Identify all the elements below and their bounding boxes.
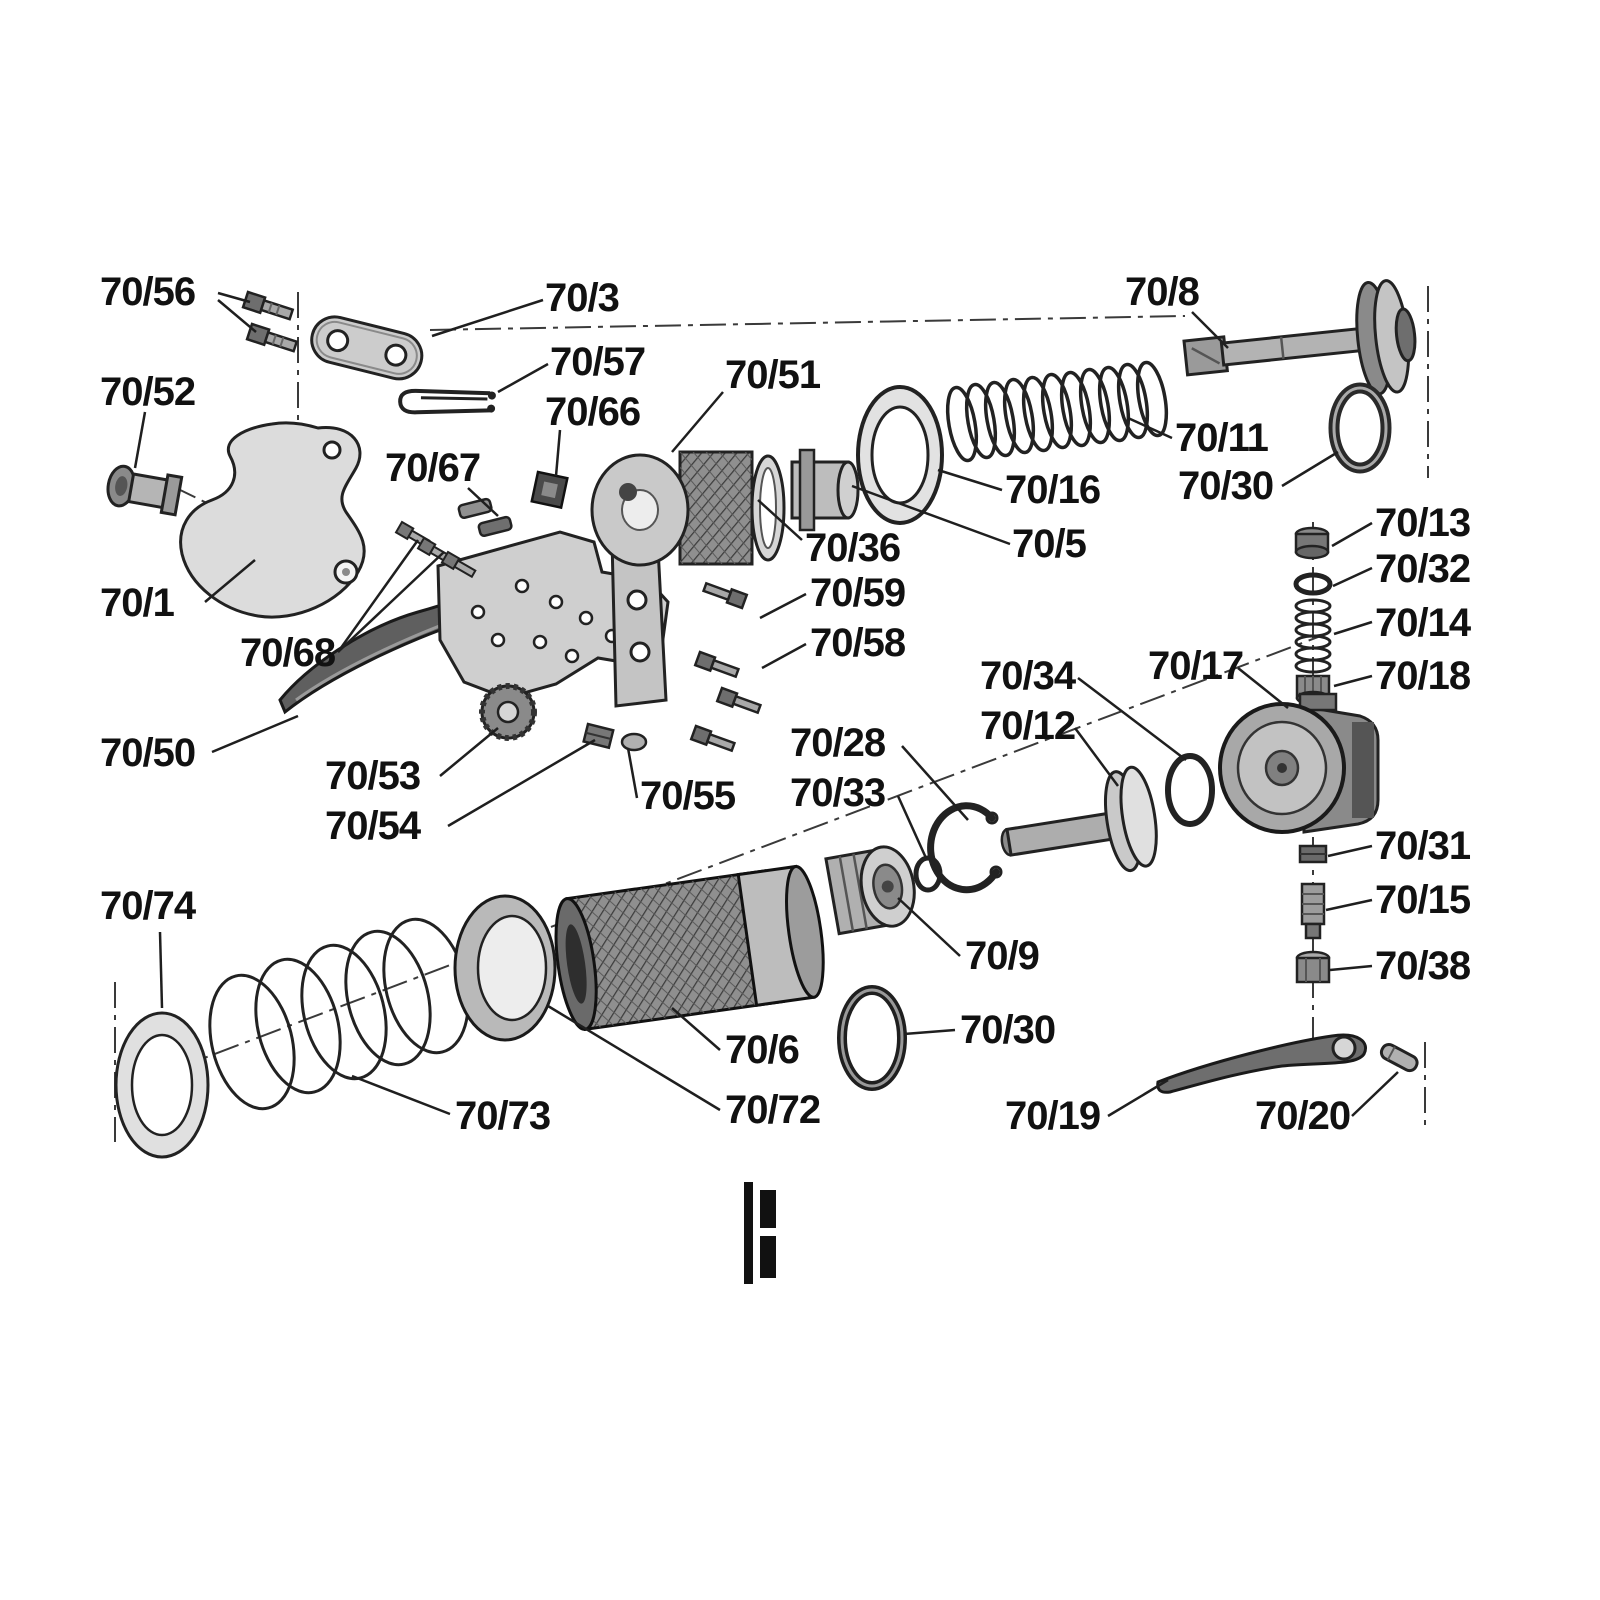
- screw-pair-70-56: [241, 290, 299, 353]
- leader-lines: [133, 291, 1399, 1118]
- piston-rod-70-8: [1182, 279, 1417, 396]
- piston-70-12: [1000, 765, 1158, 873]
- circlip-70-28: [927, 802, 1003, 894]
- part-label-70-3: 70/3: [545, 276, 620, 320]
- part-label-70-14: 70/14: [1375, 601, 1471, 645]
- bushing-70-5: [790, 448, 860, 532]
- part-label-70-9: 70/9: [965, 934, 1040, 978]
- part-label-70-28: 70/28: [790, 721, 886, 765]
- screw-set-70-68: [394, 520, 477, 579]
- part-label-70-1: 70/1: [100, 581, 175, 625]
- valve-body-70-17: [1218, 692, 1380, 834]
- part-label-70-30-b: 70/30: [960, 1008, 1056, 1052]
- part-label-70-57: 70/57: [550, 340, 646, 384]
- o-ring-70-30-bottom: [837, 985, 907, 1091]
- part-label-70-5: 70/5: [1012, 522, 1087, 566]
- o-ring-70-30-top: [1328, 382, 1392, 474]
- part-label-70-12: 70/12: [980, 704, 1076, 748]
- roller-head-70-51: [590, 450, 754, 567]
- washer-70-32: [1293, 572, 1333, 596]
- valve-stem-70-15: [1300, 882, 1326, 940]
- o-ring-70-34: [1165, 753, 1215, 827]
- part-label-70-67: 70/67: [385, 446, 481, 490]
- bracket-plate: [610, 538, 668, 708]
- anvil-blade-70-1: [179, 421, 366, 619]
- wire-clip-70-57: [398, 388, 496, 415]
- link-plate-70-3: [310, 315, 424, 381]
- spring-70-11: [945, 360, 1169, 463]
- part-label-70-11: 70/11: [1175, 416, 1269, 460]
- part-label-70-20: 70/20: [1255, 1094, 1351, 1138]
- pin-set-70-67: [457, 497, 513, 538]
- part-label-70-36: 70/36: [805, 526, 901, 570]
- nut-70-31: [1298, 844, 1328, 864]
- part-label-70-30: 70/30: [1178, 464, 1274, 508]
- bolt-70-52: [106, 464, 184, 517]
- part-label-70-74: 70/74: [100, 884, 196, 928]
- nut-70-38: [1295, 950, 1331, 984]
- block-70-66: [530, 470, 569, 510]
- washer-70-74: [114, 1011, 210, 1159]
- head-piece-70-9: [824, 845, 916, 936]
- part-label-70-66: 70/66: [545, 390, 641, 434]
- pin-70-20: [1379, 1042, 1419, 1073]
- part-label-70-13: 70/13: [1375, 501, 1471, 545]
- screws-70-58: [689, 650, 763, 753]
- part-label-70-68: 70/68: [240, 631, 336, 675]
- part-label-70-56: 70/56: [100, 270, 196, 314]
- part-label-70-38: 70/38: [1375, 944, 1471, 988]
- part-label-70-18: 70/18: [1375, 654, 1471, 698]
- part-label-70-19: 70/19: [1005, 1094, 1101, 1138]
- part-label-70-55: 70/55: [640, 774, 736, 818]
- part-label-70-50: 70/50: [100, 731, 196, 775]
- part-label-70-8: 70/8: [1125, 270, 1200, 314]
- washer-70-55: [620, 732, 648, 752]
- lever-70-19: [1156, 1033, 1367, 1094]
- part-label-70-58: 70/58: [810, 621, 906, 665]
- part-label-70-53: 70/53: [325, 754, 421, 798]
- part-label-70-16: 70/16: [1005, 468, 1101, 512]
- spring-70-14: [1294, 598, 1332, 674]
- part-label-70-72: 70/72: [725, 1088, 821, 1132]
- part-label-70-15: 70/15: [1375, 878, 1471, 922]
- large-ring-70-16: [856, 385, 944, 525]
- part-label-70-54: 70/54: [325, 804, 421, 848]
- center-lines: [114, 286, 1429, 1142]
- cylinder-70-6: [554, 864, 825, 1032]
- sector-gear-70-53: [479, 683, 537, 741]
- plug-70-13: [1294, 526, 1330, 560]
- part-label-70-51: 70/51: [725, 353, 821, 397]
- part-label-70-52: 70/52: [100, 370, 196, 414]
- part-label-70-6: 70/6: [725, 1028, 800, 1072]
- ring-70-72: [453, 894, 557, 1042]
- part-label-70-73: 70/73: [455, 1094, 551, 1138]
- part-label-70-32: 70/32: [1375, 547, 1471, 591]
- screws-70-59: [701, 581, 749, 610]
- part-label-70-31: 70/31: [1375, 824, 1471, 868]
- spring-70-73: [208, 917, 470, 1111]
- part-label-70-59: 70/59: [810, 571, 906, 615]
- center-small-part: [744, 1182, 776, 1284]
- part-label-70-17: 70/17: [1148, 644, 1244, 688]
- part-label-70-34: 70/34: [980, 654, 1076, 698]
- part-label-70-33: 70/33: [790, 771, 886, 815]
